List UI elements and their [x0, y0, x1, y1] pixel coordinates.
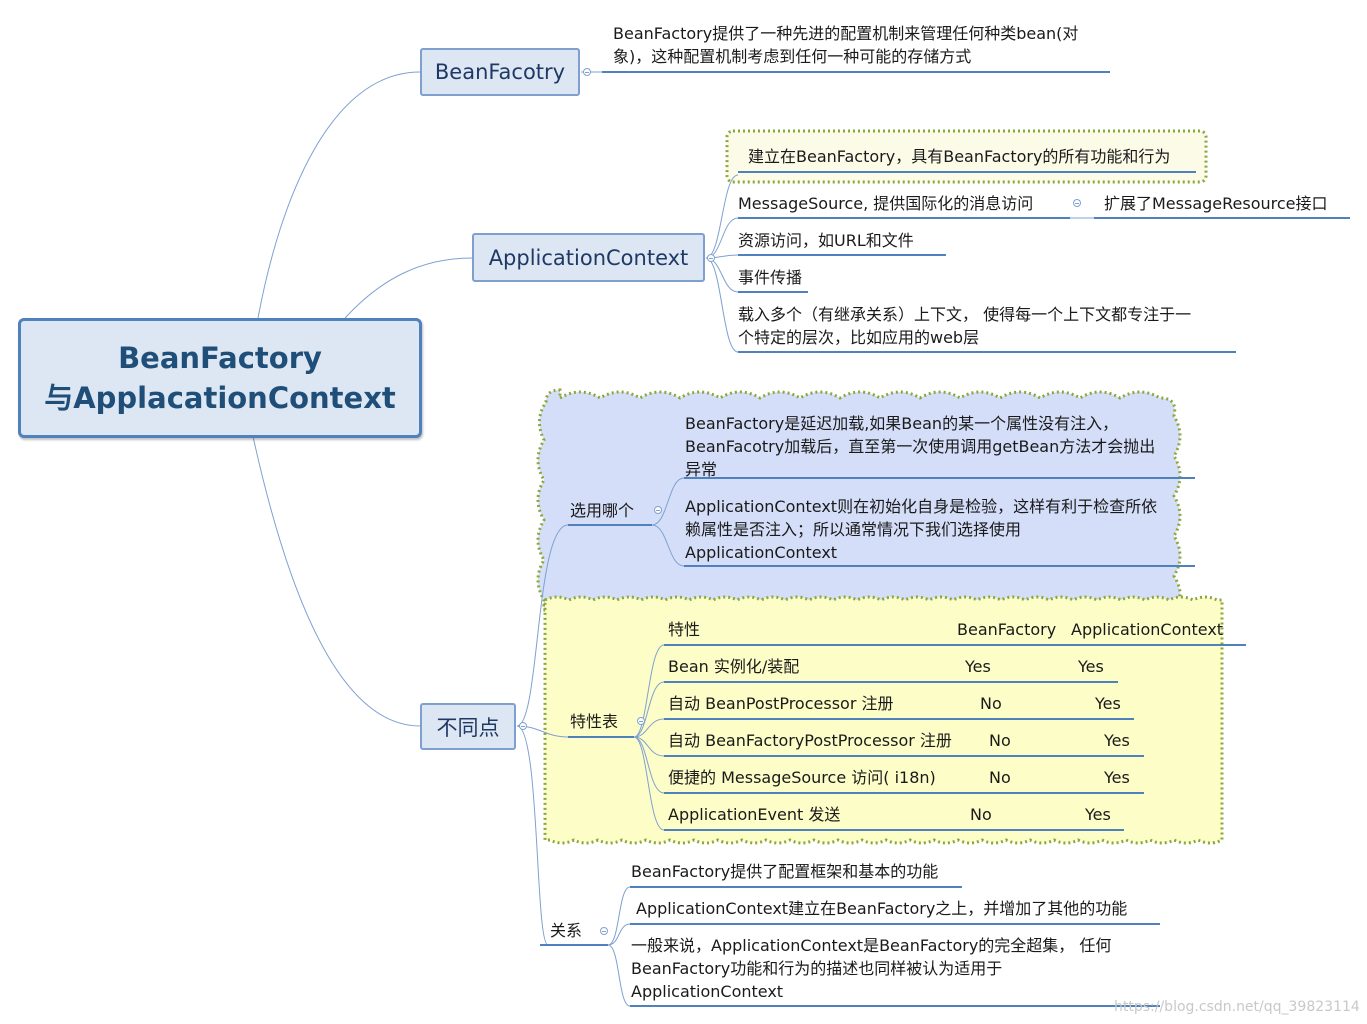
table-row-feature: ApplicationEvent 发送	[668, 805, 841, 824]
root-title-line2: 与ApplacationContext	[44, 381, 396, 415]
collapse-icon[interactable]	[519, 722, 527, 730]
watermark: https://blog.csdn.net/qq_39823114	[1114, 999, 1360, 1015]
collapse-icon[interactable]	[654, 506, 662, 514]
appcontext-item: 建立在BeanFactory，具有BeanFactory的所有功能和行为	[748, 147, 1171, 166]
table-row-ac: Yes	[1085, 805, 1111, 824]
table-row-ac: Yes	[1104, 768, 1130, 787]
choose-label: 选用哪个	[570, 501, 635, 520]
relation-line3b: BeanFactory功能和行为的描述也同样被认为适用于	[631, 959, 1003, 978]
appcontext-item: 事件传播	[738, 268, 803, 287]
table-header-feature: 特性	[668, 620, 701, 639]
choose-b-line2: 赖属性是否注入；所以通常情况下我们选择使用	[685, 520, 1022, 539]
collapse-icon[interactable]	[707, 254, 715, 262]
diff-label: 不同点	[436, 715, 500, 740]
choose-b-line1: ApplicationContext则在初始化自身是检验，这样有利于检查所依	[685, 497, 1158, 516]
root-title-line1: BeanFactory	[118, 341, 322, 375]
beanfactory-desc-line1: BeanFactory提供了一种先进的配置机制来管理任何种类bean(对	[613, 24, 1079, 43]
root-topic[interactable]: BeanFactory 与ApplacationContext	[18, 318, 422, 438]
relation-line1: BeanFactory提供了配置框架和基本的功能	[631, 862, 939, 881]
relation-line3a: 一般来说，ApplicationContext是BeanFactory的完全超集…	[631, 936, 1112, 955]
table-header-appcontext: ApplicationContext	[1071, 620, 1224, 639]
table-row-feature: 便捷的 MessageSource 访问( i18n)	[668, 768, 936, 787]
table-header-beanfactory: BeanFactory	[957, 620, 1057, 639]
appcontext-extends: 扩展了MessageResource接口	[1104, 194, 1328, 213]
table-label: 特性表	[570, 712, 619, 731]
table-row-feature: Bean 实例化/装配	[668, 657, 800, 676]
table-row-ac: Yes	[1095, 694, 1121, 713]
cloud-region	[536, 388, 1182, 624]
beanfactory-desc-line2: 象)，这种配置机制考虑到任何一种可能的存储方式	[613, 47, 972, 66]
choose-a-line2: BeanFacotry加载后，直至第一次使用调用getBean方法才会抛出	[685, 437, 1156, 456]
table-row-bf: No	[970, 805, 992, 824]
collapse-icon[interactable]	[637, 717, 645, 725]
highlight-box	[725, 129, 1208, 184]
appcontext-label: ApplicationContext	[488, 245, 689, 270]
choose-b-line3: ApplicationContext	[685, 543, 838, 562]
appcontext-topic[interactable]: ApplicationContext	[472, 233, 705, 282]
appcontext-item: 个特定的层次，比如应用的web层	[738, 328, 980, 347]
relation-label: 关系	[550, 921, 583, 940]
choose-a-line1: BeanFactory是延迟加载,如果Bean的某一个属性没有注入，	[685, 414, 1119, 433]
collapse-icon[interactable]	[583, 68, 591, 76]
appcontext-item: 载入多个（有继承关系）上下文， 使得每一个上下文都专注于一	[738, 305, 1192, 324]
table-row-bf: No	[989, 731, 1011, 750]
table-row-ac: Yes	[1104, 731, 1130, 750]
beanfactory-label: BeanFacotry	[434, 60, 566, 84]
appcontext-item: 资源访问，如URL和文件	[738, 231, 914, 250]
appcontext-item: MessageSource, 提供国际化的消息访问	[738, 194, 1034, 213]
choose-a-line3: 异常	[685, 460, 718, 479]
beanfactory-topic[interactable]: BeanFacotry	[420, 48, 580, 96]
collapse-icon[interactable]	[600, 927, 608, 935]
table-row-feature: 自动 BeanPostProcessor 注册	[668, 694, 894, 713]
table-row-bf: No	[989, 768, 1011, 787]
table-row-bf: No	[980, 694, 1002, 713]
relation-line2: ApplicationContext建立在BeanFactory之上，并增加了其…	[636, 899, 1128, 918]
table-row-bf: Yes	[965, 657, 991, 676]
table-row-ac: Yes	[1078, 657, 1104, 676]
relation-line3c: ApplicationContext	[631, 982, 784, 1001]
diff-topic[interactable]: 不同点	[420, 703, 516, 750]
table-row-feature: 自动 BeanFactoryPostProcessor 注册	[668, 731, 952, 750]
collapse-icon[interactable]	[1073, 199, 1081, 207]
